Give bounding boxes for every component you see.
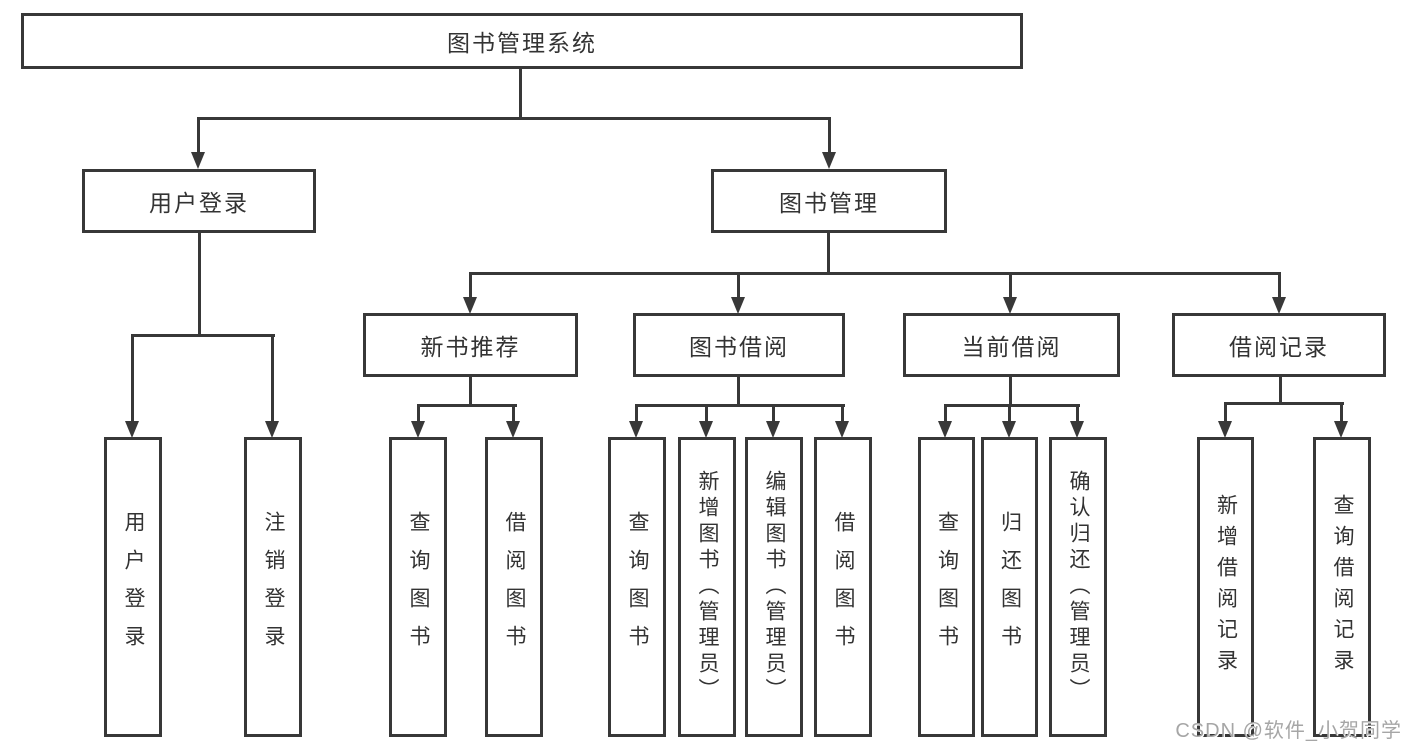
arrow-down-icon (1070, 421, 1084, 438)
node-new-book-recommendation: 新书推荐 (363, 313, 578, 377)
arrow-down-icon (463, 297, 477, 314)
connector-line (512, 404, 515, 422)
leaf-label: 查询图书 (407, 511, 430, 663)
node-book-borrowing: 图书借阅 (633, 313, 845, 377)
arrow-down-icon (835, 421, 849, 438)
connector-line (197, 117, 200, 153)
connector-line (1340, 402, 1343, 422)
leaf-label: 查询图书 (626, 511, 649, 663)
arrow-down-icon (265, 421, 279, 438)
arrow-down-icon (191, 152, 205, 169)
arrow-down-icon (1218, 421, 1232, 438)
node-library-management-system: 图书管理系统 (21, 13, 1023, 69)
connector-line (737, 377, 740, 407)
connector-line (944, 404, 947, 422)
arrow-down-icon (731, 297, 745, 314)
connector-line (1279, 377, 1282, 405)
node-borrowing-records: 借阅记录 (1172, 313, 1386, 377)
arrow-down-icon (1272, 297, 1286, 314)
arrow-down-icon (629, 421, 643, 438)
leaf-label: 归还图书 (998, 511, 1022, 663)
leaf-label: 编辑图书（管理员） (763, 470, 786, 704)
connector-line (271, 334, 274, 422)
node-leaf-borrow-books: 借阅图书 (485, 437, 543, 737)
arrow-down-icon (1334, 421, 1348, 438)
node-leaf-user-login: 用户登录 (104, 437, 162, 737)
connector-line (841, 404, 844, 422)
node-leaf-return-books: 归还图书 (981, 437, 1038, 737)
connector-line (131, 334, 134, 422)
connector-line (828, 117, 831, 153)
connector-line (131, 334, 275, 337)
node-current-borrowing: 当前借阅 (903, 313, 1120, 377)
leaf-label: 确认归还（管理员） (1067, 470, 1090, 704)
connector-line (198, 233, 201, 336)
connector-line (944, 404, 1080, 407)
connector-line (469, 272, 1281, 275)
node-leaf-query-books: 查询图书 (608, 437, 666, 737)
leaf-label: 新增借阅记录 (1214, 494, 1238, 680)
connector-line (1009, 272, 1012, 298)
arrow-down-icon (411, 421, 425, 438)
connector-line (1224, 402, 1227, 422)
leaf-label: 查询借阅记录 (1331, 494, 1354, 680)
arrow-down-icon (1003, 297, 1017, 314)
connector-line (417, 404, 517, 407)
connector-line (469, 272, 472, 298)
leaf-label: 注销登录 (262, 511, 285, 663)
arrow-down-icon (766, 421, 780, 438)
node-leaf-query-books: 查询图书 (389, 437, 447, 737)
leaf-label: 借阅图书 (503, 511, 526, 663)
node-leaf-borrow-books: 借阅图书 (814, 437, 872, 737)
node-leaf-logout: 注销登录 (244, 437, 302, 737)
arrow-down-icon (1002, 421, 1016, 438)
node-leaf-query-books: 查询图书 (918, 437, 975, 737)
leaf-label: 新增图书（管理员） (696, 470, 719, 704)
connector-line (772, 404, 775, 422)
connector-line (827, 233, 830, 275)
connector-line (635, 404, 845, 407)
connector-line (1278, 272, 1281, 298)
connector-line (519, 68, 522, 119)
connector-line (417, 404, 420, 422)
arrow-down-icon (699, 421, 713, 438)
connector-line (705, 404, 708, 422)
node-leaf-add-borrow-record: 新增借阅记录 (1197, 437, 1254, 737)
connector-line (1076, 404, 1079, 422)
connector-line (1008, 404, 1011, 422)
arrow-down-icon (938, 421, 952, 438)
node-leaf-query-borrow-record: 查询借阅记录 (1313, 437, 1371, 737)
leaf-label: 借阅图书 (832, 511, 855, 663)
connector-line (635, 404, 638, 422)
leaf-label: 用户登录 (122, 511, 145, 663)
connector-line (737, 272, 740, 298)
csdn-watermark: CSDN @软件_小贺同学 (1175, 720, 1402, 742)
node-leaf-edit-books-admin: 编辑图书（管理员） (745, 437, 803, 737)
connector-line (469, 377, 472, 407)
connector-line (1009, 377, 1012, 407)
arrow-down-icon (125, 421, 139, 438)
connector-line (1224, 402, 1344, 405)
node-leaf-confirm-return-admin: 确认归还（管理员） (1049, 437, 1107, 737)
leaf-label: 查询图书 (935, 511, 959, 663)
arrow-down-icon (822, 152, 836, 169)
connector-line (197, 117, 831, 120)
node-book-management: 图书管理 (711, 169, 947, 233)
node-leaf-add-books-admin: 新增图书（管理员） (678, 437, 736, 737)
node-user-login: 用户登录 (82, 169, 316, 233)
arrow-down-icon (506, 421, 520, 438)
